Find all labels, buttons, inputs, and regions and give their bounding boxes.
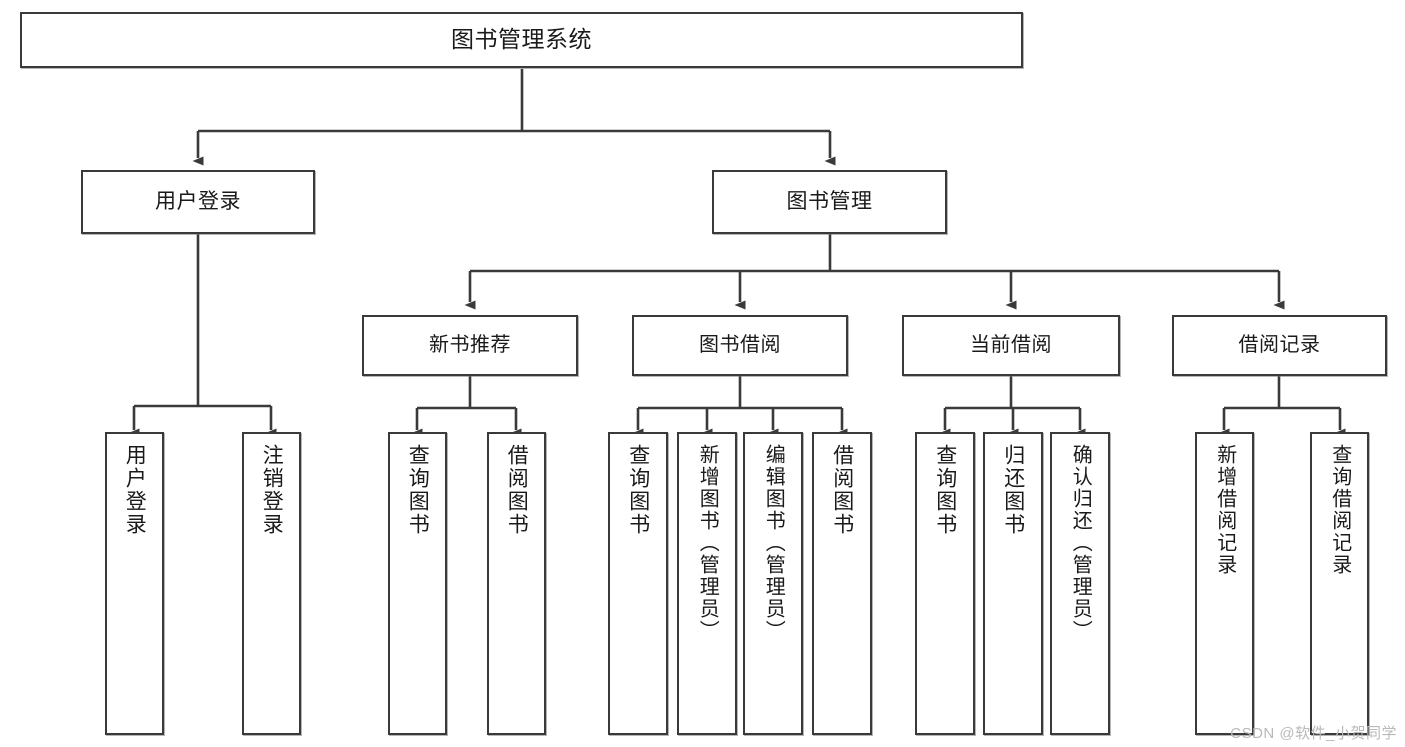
- node-leaf-query-book-3-label: 查询图书: [933, 444, 957, 536]
- node-leaf-add-record[interactable]: 新增借阅记录: [1195, 432, 1254, 735]
- node-leaf-add-book-label: 新增图书（管理员）: [696, 444, 719, 642]
- node-user-login-label: 用户登录: [155, 189, 241, 213]
- node-book-manage[interactable]: 图书管理: [712, 170, 947, 234]
- node-leaf-edit-book[interactable]: 编辑图书（管理员）: [743, 432, 803, 735]
- node-leaf-return-book[interactable]: 归还图书: [983, 432, 1043, 735]
- csdn-watermark: CSDN @软件_小贺同学: [1230, 725, 1397, 742]
- node-leaf-return-book-label: 归还图书: [1001, 444, 1025, 536]
- node-new-book-recommend[interactable]: 新书推荐: [362, 315, 578, 376]
- node-book-borrow[interactable]: 图书借阅: [632, 315, 848, 376]
- node-book-borrow-label: 图书借阅: [699, 333, 781, 356]
- node-borrow-record[interactable]: 借阅记录: [1172, 315, 1387, 376]
- node-leaf-query-record-label: 查询借阅记录: [1328, 444, 1351, 576]
- node-leaf-borrow-book-2-label: 借阅图书: [830, 444, 854, 536]
- node-root-label: 图书管理系统: [451, 26, 592, 53]
- node-leaf-user-login[interactable]: 用户登录: [105, 432, 164, 735]
- node-leaf-add-book[interactable]: 新增图书（管理员）: [677, 432, 737, 735]
- node-leaf-borrow-book-1-label: 借阅图书: [505, 444, 529, 536]
- node-leaf-add-record-label: 新增借阅记录: [1213, 444, 1236, 576]
- node-leaf-confirm-return-label: 确认归还（管理员）: [1069, 444, 1092, 642]
- node-root[interactable]: 图书管理系统: [20, 12, 1023, 68]
- node-book-manage-label: 图书管理: [786, 189, 873, 213]
- node-leaf-logout-login-label: 注销登录: [260, 444, 284, 536]
- node-user-login[interactable]: 用户登录: [81, 170, 315, 234]
- node-leaf-borrow-book-1[interactable]: 借阅图书: [487, 432, 546, 735]
- node-current-borrow-label: 当前借阅: [970, 333, 1052, 356]
- node-leaf-query-book-2-label: 查询图书: [626, 444, 650, 536]
- node-leaf-query-book-3[interactable]: 查询图书: [915, 432, 975, 735]
- node-leaf-user-login-label: 用户登录: [123, 444, 147, 536]
- node-leaf-confirm-return[interactable]: 确认归还（管理员）: [1050, 432, 1110, 735]
- node-leaf-query-record[interactable]: 查询借阅记录: [1310, 432, 1369, 735]
- node-leaf-edit-book-label: 编辑图书（管理员）: [762, 444, 785, 642]
- node-leaf-query-book-1[interactable]: 查询图书: [388, 432, 447, 735]
- node-leaf-query-book-1-label: 查询图书: [406, 444, 430, 536]
- node-borrow-record-label: 借阅记录: [1238, 333, 1321, 356]
- node-leaf-query-book-2[interactable]: 查询图书: [608, 432, 668, 735]
- node-current-borrow[interactable]: 当前借阅: [902, 315, 1120, 376]
- node-new-book-recommend-label: 新书推荐: [429, 333, 511, 356]
- node-leaf-logout-login[interactable]: 注销登录: [242, 432, 301, 735]
- node-leaf-borrow-book-2[interactable]: 借阅图书: [812, 432, 872, 735]
